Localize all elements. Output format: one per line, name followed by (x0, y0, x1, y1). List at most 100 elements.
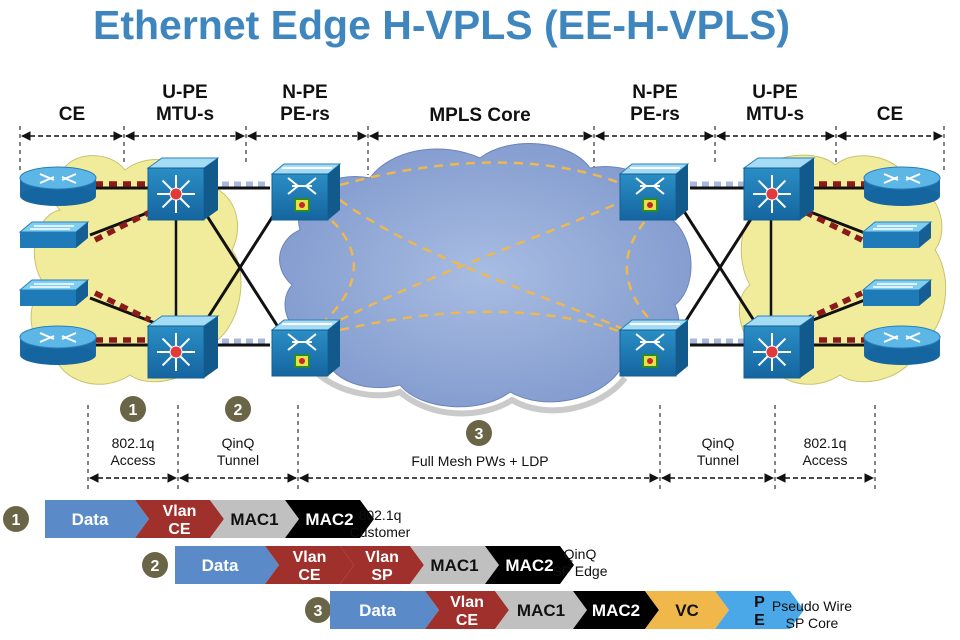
frame-field-label: P (754, 594, 765, 611)
badge-number: 3 (475, 426, 484, 443)
frame-field-label: MAC2 (505, 556, 553, 575)
frame-desc-line: Pseudo Wire (771, 598, 853, 614)
frame-badge-1: 1 (3, 506, 29, 532)
frame-field-label: VC (675, 601, 699, 620)
frame-field-vc (645, 591, 729, 629)
ce-switch-right-1 (861, 221, 933, 248)
segment-label-line: MTU-s (155, 104, 215, 125)
badge-number: 1 (12, 512, 21, 529)
annotation-line: Tunnel (216, 452, 260, 468)
pseudowire-mesh (319, 161, 656, 337)
frame-field-label: SP (371, 567, 393, 584)
frame-field-vlan (340, 546, 424, 584)
annotation-line: Access (110, 452, 156, 468)
frame-field-label: Vlan (365, 549, 399, 566)
annotation-badge-2: 2 (225, 396, 251, 422)
annotation-badge-3: 3 (466, 420, 492, 446)
badge-number: 2 (151, 558, 160, 575)
annotation-802-1q-access-right: 802.1q Access (750, 435, 900, 469)
frame-badge-2: 2 (142, 552, 168, 578)
segment-label-ce-right: CE (876, 104, 904, 125)
frame-field-label: MAC1 (230, 510, 278, 529)
frame-field-vlan (135, 500, 224, 538)
frame-field-label: CE (168, 521, 191, 538)
frame-field-vlan (425, 591, 509, 629)
segment-boundaries (19, 126, 945, 180)
annotation-line: QinQ (221, 435, 255, 451)
frame-field-mac1 (210, 500, 299, 538)
npe-router-left-bottom (270, 319, 342, 377)
upe-switch-left-bottom (146, 315, 220, 379)
bottom-boundaries (87, 405, 876, 490)
access-links (93, 181, 865, 343)
trunk-links (70, 186, 890, 347)
segment-label-line: U-PE (752, 82, 798, 103)
frame-field-label: Vlan (293, 549, 327, 566)
frame-field-label: CE (298, 567, 321, 584)
frame-field-label: Data (359, 601, 396, 620)
frame-field-mac2 (485, 546, 574, 584)
annotation-qinq-tunnel-right: QinQ Tunnel (643, 435, 793, 469)
ce-router-left-bottom (19, 325, 97, 365)
ce-switch-left-1 (18, 221, 90, 248)
frame-field-label: E (754, 612, 765, 629)
segment-label-core: MPLS Core (429, 105, 531, 126)
segment-label-line: U-PE (162, 82, 208, 103)
annotation-line: QinQ (701, 435, 735, 451)
annotation-802-1q-access-left: 802.1q Access (58, 435, 208, 469)
frame-field-data (175, 546, 279, 584)
segment-label-upe-right: U-PE MTU-s (720, 82, 830, 126)
frame-field-mac2 (573, 591, 659, 629)
segment-label-ce-left: CE (58, 104, 86, 125)
frame-field-vlan (265, 546, 354, 584)
npe-router-right-bottom (618, 319, 690, 377)
annotation-badge-1: 1 (120, 396, 146, 422)
annotation-line: 802.1q (111, 435, 155, 451)
segment-label-upe-left: U-PE MTU-s (130, 82, 240, 126)
segment-label-npe-left: N-PE PE-rs (250, 82, 360, 126)
frame-field-data (45, 500, 149, 538)
upe-switch-right-top (742, 157, 816, 221)
segment-label-line: PE-rs (280, 104, 330, 125)
frame-3-description: Pseudo Wire SP Core (752, 598, 872, 632)
frame-desc-line: QinQ (563, 546, 597, 562)
segment-label-line: PE-rs (630, 104, 680, 125)
ce-switch-left-2 (18, 279, 90, 306)
frame-field-p (715, 591, 804, 629)
annotation-line: 802.1q (803, 435, 847, 451)
annotation-line: Tunnel (696, 452, 740, 468)
badge-number: 1 (129, 402, 138, 419)
frame-field-label: MAC1 (517, 601, 565, 620)
segment-label-line: MTU-s (745, 104, 805, 125)
frame-badge-3: 3 (305, 597, 331, 623)
frame-desc-line: 802.1q (358, 507, 402, 523)
frame-field-label: Data (72, 510, 109, 529)
page-title: Ethernet Edge H-VPLS (EE-H-VPLS) (92, 2, 791, 48)
frame-field-mac1 (495, 591, 587, 629)
segment-label-line: N-PE (632, 82, 678, 103)
upe-switch-right-bottom (742, 315, 816, 379)
ce-router-right-bottom (863, 325, 941, 365)
frame-field-label: MAC2 (592, 601, 640, 620)
segment-label-line: N-PE (282, 82, 328, 103)
npe-router-left-top (270, 163, 342, 221)
ce-switch-right-2 (861, 279, 933, 306)
ce-router-left-top (19, 166, 97, 206)
frame-desc-line: SP Core (785, 615, 839, 631)
annotation-full-mesh: Full Mesh PWs + LDP (411, 453, 549, 469)
frame-field-mac2 (285, 500, 374, 538)
frame-field-data (330, 591, 439, 629)
ce-router-right-top (863, 166, 941, 206)
annotation-qinq-tunnel-left: QinQ Tunnel (163, 435, 313, 469)
frame-field-label: CE (456, 612, 479, 629)
frame-desc-line: SP Edge (552, 563, 608, 579)
upe-switch-left-top (146, 157, 220, 221)
frame-field-label: Vlan (450, 594, 484, 611)
qinq-tunnel-links (210, 181, 748, 344)
segment-label-npe-right: N-PE PE-rs (600, 82, 710, 126)
frame-2-description: QinQ SP Edge (530, 546, 630, 580)
frame-field-label: MAC2 (305, 510, 353, 529)
